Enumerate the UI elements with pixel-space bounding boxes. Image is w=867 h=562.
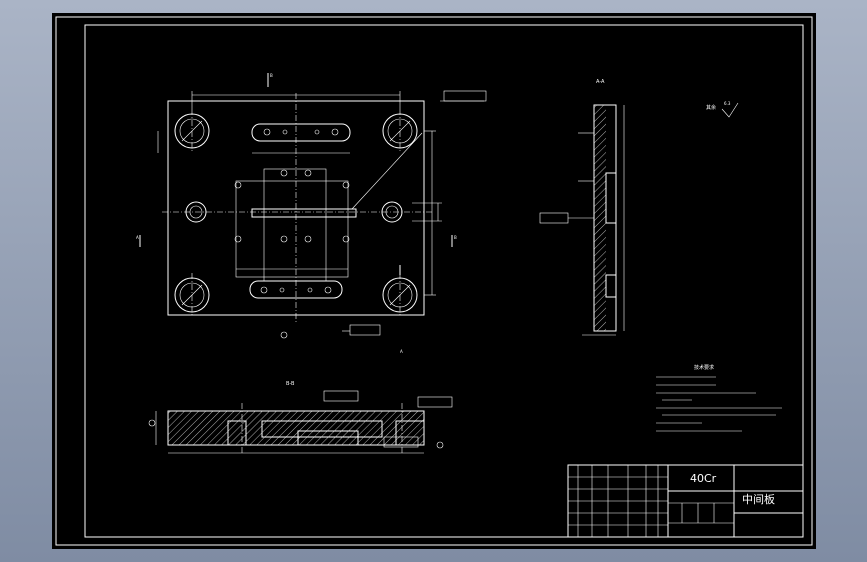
- slot-top: [251, 123, 351, 142]
- roughness-symbol: [721, 102, 739, 118]
- marker-b-top: B: [270, 73, 273, 78]
- marker-a-left: A: [136, 235, 139, 240]
- runner: [251, 208, 357, 218]
- material-text: 40Cr: [690, 472, 717, 485]
- side-section-label: A-A: [596, 79, 605, 85]
- drawing-sheet: A-A 其余 6.3: [52, 13, 816, 549]
- marker-b-right: B: [454, 235, 457, 240]
- part-name-text: 中间板: [742, 492, 775, 506]
- drawing-canvas: A-A 其余 6.3: [55, 16, 813, 546]
- inner-border: [84, 24, 804, 538]
- inner-pocket: [263, 168, 327, 282]
- roughness-label: 其余: [706, 104, 716, 111]
- section-label: B-B: [286, 381, 295, 387]
- tech-req-heading: 技术要求: [694, 364, 714, 371]
- marker-a-bottom: A: [400, 349, 403, 354]
- roughness-value: 6.3: [724, 101, 731, 106]
- side-view: A-A: [539, 79, 625, 336]
- technical-requirements: 技术要求: [656, 364, 782, 432]
- section-view: B-B: [148, 381, 453, 454]
- plan-view: [139, 73, 487, 339]
- title-block: 40Cr 中间板: [567, 464, 804, 538]
- outer-border: [55, 16, 813, 546]
- center-pocket: [235, 180, 349, 278]
